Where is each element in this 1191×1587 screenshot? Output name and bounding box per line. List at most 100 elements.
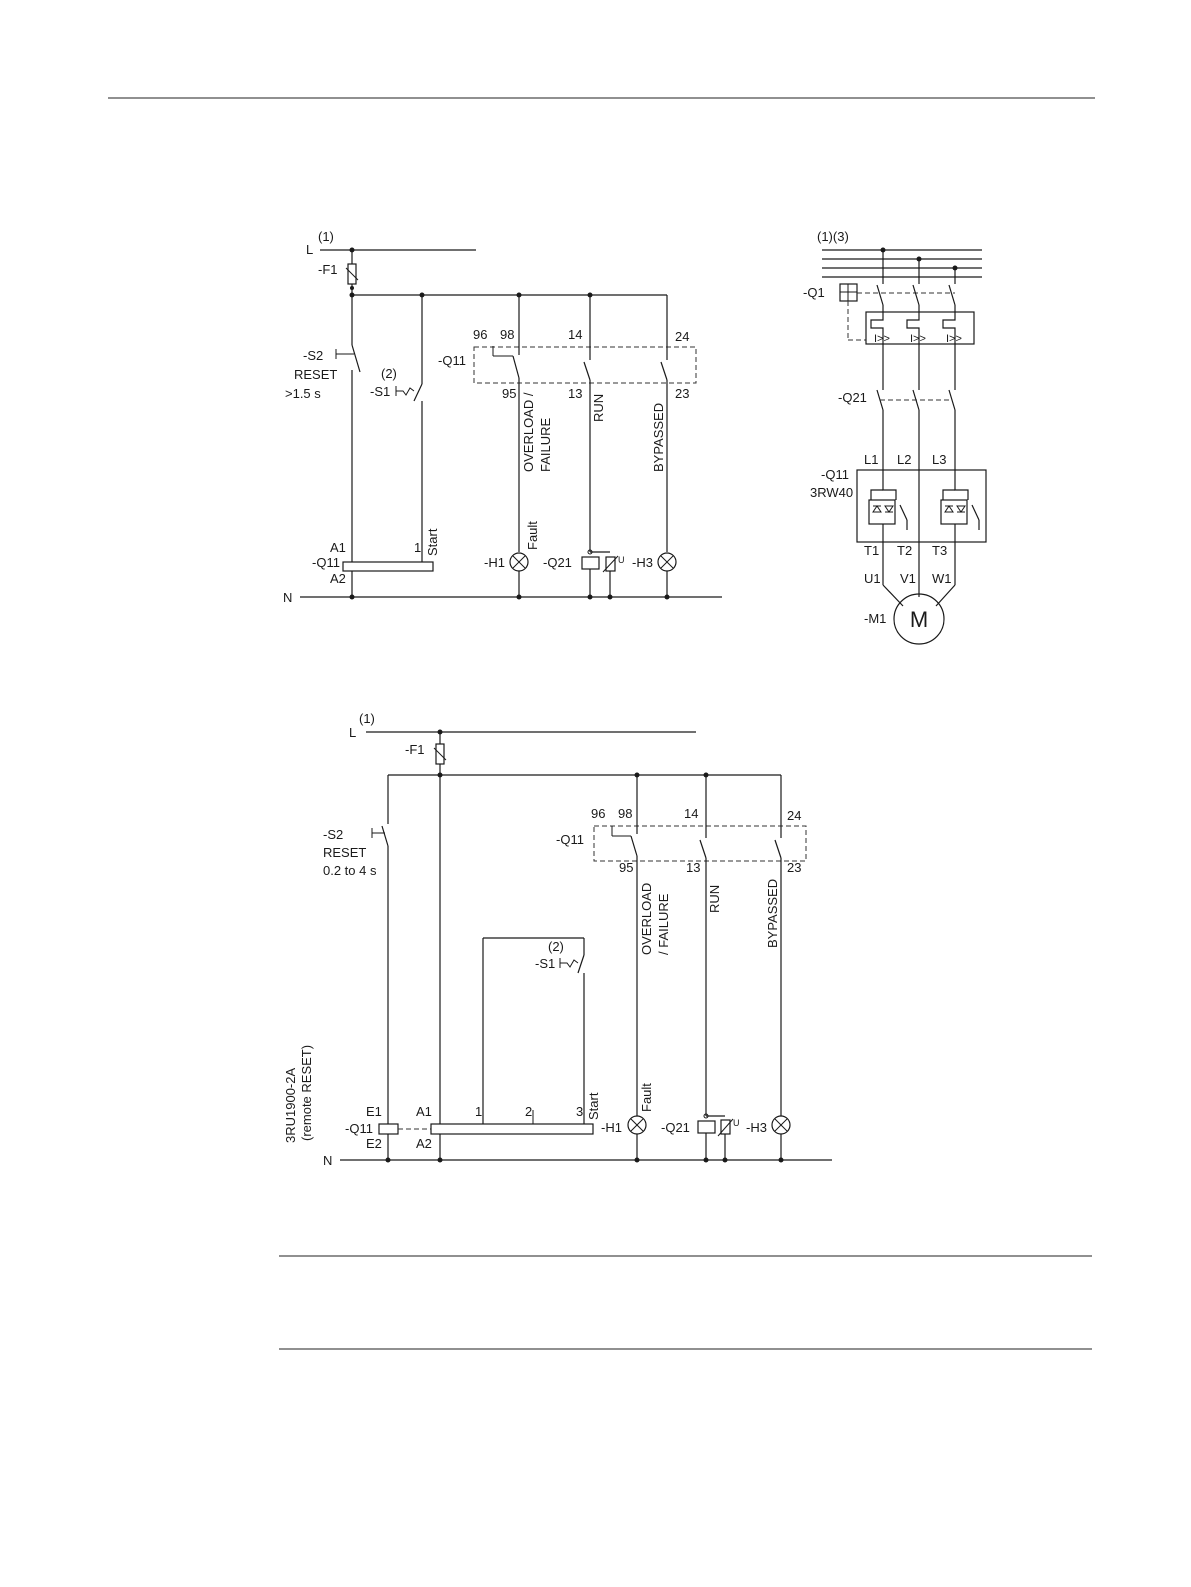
d1-note-1: (1) — [318, 229, 334, 244]
d1-terminal-24: 24 — [675, 329, 689, 344]
d3-label-f1: -F1 — [405, 742, 425, 757]
d1-label-h3: -H3 — [632, 555, 653, 570]
d1-note-2: (2) — [381, 366, 397, 381]
d2-label-q1: -Q1 — [803, 285, 825, 300]
d2-label-model: 3RW40 — [810, 485, 853, 500]
control-circuit-diagram: (1) L -F1 -S2 RESET >1.5 s (2) -S1 -Q11 … — [283, 229, 722, 605]
d2-label-q21: -Q21 — [838, 390, 867, 405]
q21-coil — [581, 556, 600, 570]
d3-label-l: L — [349, 725, 356, 740]
contact-23-24 — [660, 361, 668, 381]
d3-reset-switch-s2 — [381, 825, 389, 847]
d3-label-s1: -S1 — [535, 956, 555, 971]
d3-q21-coil — [697, 1120, 716, 1134]
thyristor-pair-1 — [868, 499, 896, 525]
d1-label-run: RUN — [591, 394, 606, 422]
d3-label-run: RUN — [707, 885, 722, 913]
d1-label-q11-coil: -Q11 — [312, 555, 340, 570]
d3-note-1: (1) — [359, 711, 375, 726]
contact-95-98 — [512, 355, 520, 379]
remote-reset-module-model: 3RU1900-2A — [283, 1068, 298, 1143]
d1-label-failure: FAILURE — [538, 417, 553, 472]
d1-label-s1: -S1 — [370, 384, 390, 399]
d1-label-q21: -Q21 — [543, 555, 572, 570]
d2-terminal-l1: L1 — [864, 452, 878, 467]
d3-terminal-23: 23 — [787, 860, 801, 875]
d1-label-f1: -F1 — [318, 262, 338, 277]
q11-coil — [342, 561, 434, 572]
d3-contact-23-24 — [774, 839, 782, 859]
main-circuit-diagram: (1)(3) I>> I>> I>> — [803, 229, 987, 645]
trip-label-2: I>> — [910, 333, 926, 345]
d3-terminal-24: 24 — [787, 808, 801, 823]
d3-terminal-e1: E1 — [366, 1104, 382, 1119]
d1-terminal-14: 14 — [568, 327, 582, 342]
d2-terminal-l2: L2 — [897, 452, 911, 467]
d1-label-q11-contacts: -Q11 — [438, 353, 466, 368]
d3-terminal-e2: E2 — [366, 1136, 382, 1151]
q21-main-pole-3 — [948, 389, 956, 411]
d1-terminal-a1: A1 — [330, 540, 346, 555]
d2-terminal-u1: U1 — [864, 571, 881, 586]
thyristor-pair-3 — [940, 499, 968, 525]
d3-label-reset: RESET — [323, 845, 366, 860]
d3-terminal-96: 96 — [591, 806, 605, 821]
d1-label-overload: OVERLOAD / — [521, 392, 536, 472]
d3-label-bypassed: BYPASSED — [765, 879, 780, 948]
d1-label-reset-time: >1.5 s — [285, 386, 321, 401]
d1-label-u: U — [618, 555, 625, 565]
d3-start-switch-s1 — [577, 954, 585, 974]
d3-note-2: (2) — [548, 939, 564, 954]
remote-reset-control-diagram: (1) L -F1 -S2 RESET 0.2 to 4 s -Q11 96 9… — [283, 711, 832, 1168]
d3-terminal-2: 2 — [525, 1104, 532, 1119]
remote-reset-module-note: (remote RESET) — [299, 1045, 314, 1141]
d3-label-overload: OVERLOAD — [639, 883, 654, 955]
d3-label-reset-time: 0.2 to 4 s — [323, 863, 377, 878]
d3-terminal-98: 98 — [618, 806, 632, 821]
d3-terminal-a2: A2 — [416, 1136, 432, 1151]
bypass-contact-1 — [899, 504, 908, 521]
d3-terminal-95: 95 — [619, 860, 633, 875]
d2-terminal-t1: T1 — [864, 543, 879, 558]
motor-m1 — [893, 593, 945, 645]
d3-q11-coil — [430, 1123, 594, 1135]
d3-terminal-13: 13 — [686, 860, 700, 875]
soft-starter-3rw40 — [856, 469, 987, 543]
trip-label-1: I>> — [874, 333, 890, 345]
bypass-contact-3 — [971, 504, 980, 521]
d2-terminal-t2: T2 — [897, 543, 912, 558]
d1-label-bypassed: BYPASSED — [651, 403, 666, 472]
d3-contact-13-14 — [699, 839, 707, 859]
d1-terminal-23: 23 — [675, 386, 689, 401]
d3-label-failure: / FAILURE — [656, 893, 671, 955]
reset-switch-s2 — [351, 344, 361, 373]
q1-pole-3 — [948, 284, 956, 306]
contact-13-14 — [583, 361, 591, 381]
d3-label-fault: Fault — [639, 1083, 654, 1112]
d1-terminal-13: 13 — [568, 386, 582, 401]
d3-terminal-1: 1 — [475, 1104, 482, 1119]
d1-label-h1: -H1 — [484, 555, 505, 570]
q1-pole-1 — [876, 284, 884, 306]
d3-label-h1: -H1 — [601, 1120, 622, 1135]
remote-reset-coil — [378, 1123, 399, 1135]
d3-contact-95-98 — [630, 835, 638, 857]
d3-terminal-a1: A1 — [416, 1104, 432, 1119]
trip-label-3: I>> — [946, 333, 962, 345]
d3-label-u: U — [733, 1118, 740, 1128]
d3-q11-contact-frame — [593, 825, 807, 862]
d1-terminal-98: 98 — [500, 327, 514, 342]
d1-terminal-1: 1 — [414, 540, 421, 555]
d3-label-q21: -Q21 — [661, 1120, 690, 1135]
d2-terminal-t3: T3 — [932, 543, 947, 558]
d3-label-q11-contacts: -Q11 — [556, 832, 584, 847]
d2-label-m1: -M1 — [864, 611, 886, 626]
d2-label-q11: -Q11 — [821, 467, 849, 482]
d3-label-h3: -H3 — [746, 1120, 767, 1135]
d1-label-n: N — [283, 590, 292, 605]
start-switch-s1 — [413, 383, 423, 402]
d3-label-s2: -S2 — [323, 827, 343, 842]
d1-label-reset: RESET — [294, 367, 337, 382]
